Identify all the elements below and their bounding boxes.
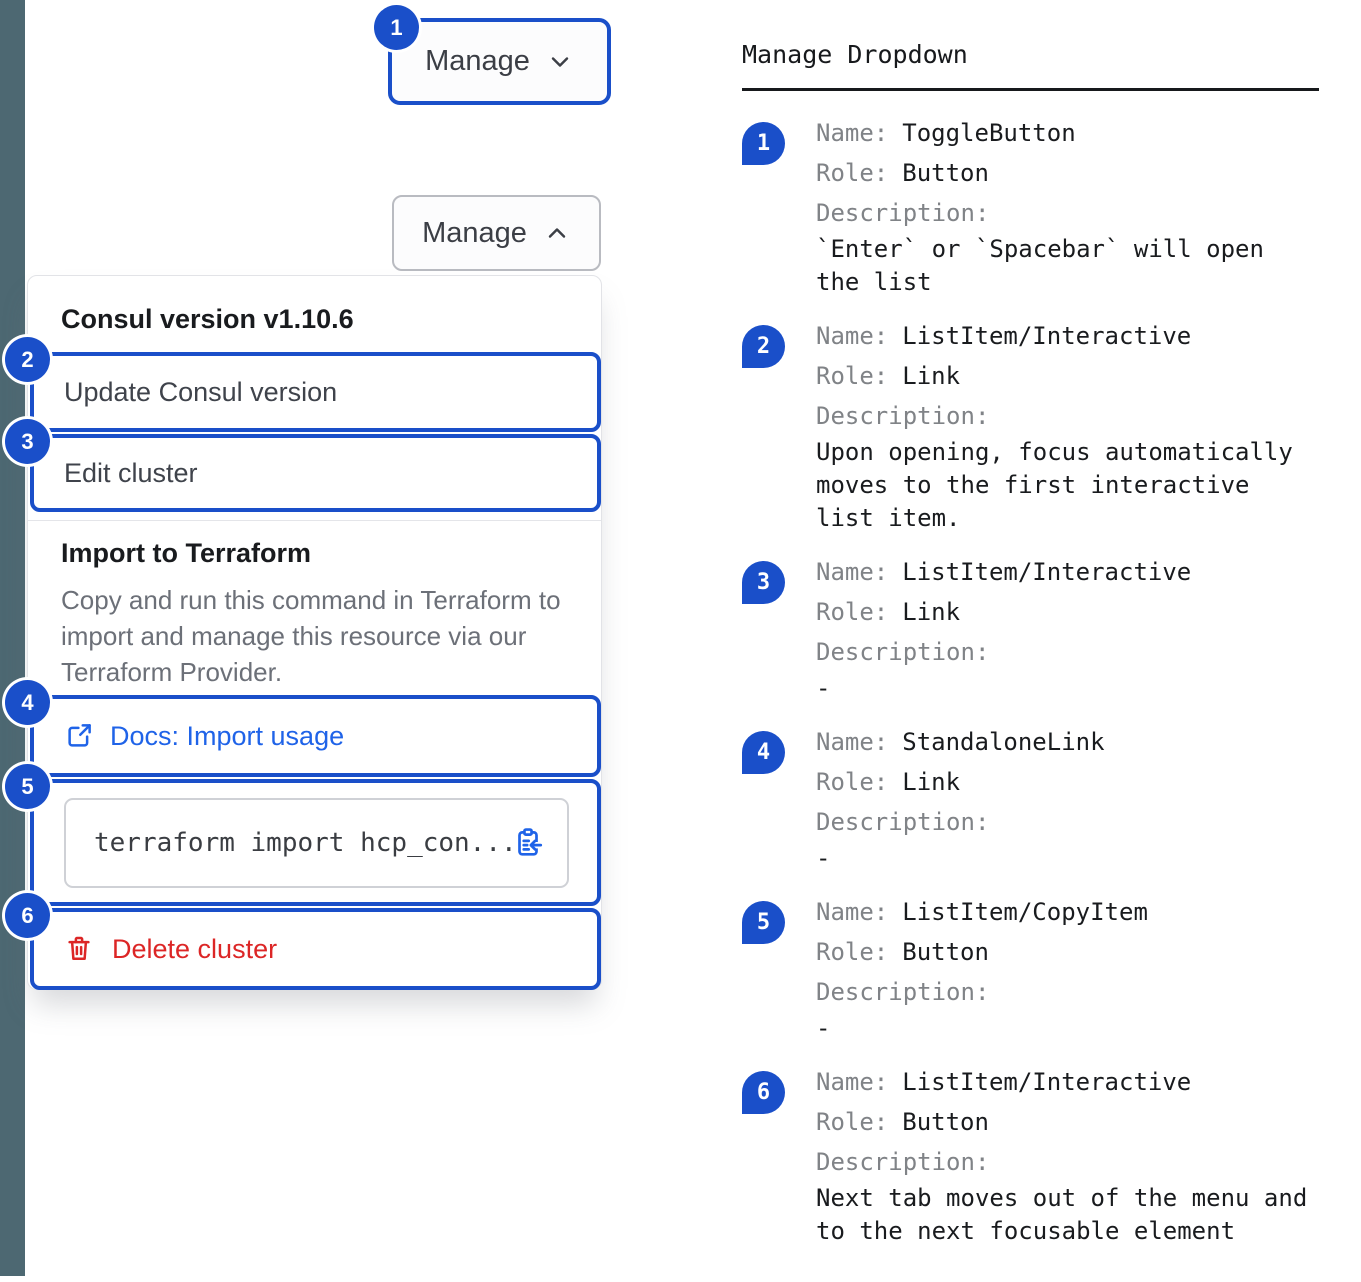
manage-toggle-button-expanded[interactable]: Manage — [392, 195, 601, 271]
annotation-item-4-badge: 4 — [742, 730, 785, 774]
role-label: Role: — [816, 937, 889, 966]
delete-cluster-action[interactable]: Delete cluster — [64, 934, 277, 965]
annotation-item-2: 2 Name: ListItem/Interactive Role: Link De… — [742, 316, 1332, 535]
menu-section-title-consul-version: Consul version v1.10.6 — [61, 304, 354, 334]
annotation-marker-4-number: 4 — [21, 689, 34, 715]
annotation-item-2-badge: 2 — [742, 324, 785, 368]
description-label: Description: — [816, 401, 990, 430]
annotation-item-4: 4 Name: StandaloneLink Role: Link Descript… — [742, 722, 1332, 875]
annotation-item-3-description: - — [816, 673, 831, 702]
edit-cluster-label: Edit cluster — [64, 457, 198, 488]
external-link-icon — [68, 724, 91, 747]
annotation-item-4-name: StandaloneLink — [902, 727, 1105, 756]
sidebar-accent-bar — [0, 0, 25, 1276]
description-label: Description: — [816, 1147, 990, 1176]
annotation-item-1-role: Button — [902, 158, 989, 187]
description-label: Description: — [816, 807, 990, 836]
annotation-item-2-name: ListItem/Interactive — [902, 321, 1192, 350]
menu-item-copy-command[interactable]: terraform import hcp_con... — [30, 779, 601, 906]
name-label: Name: — [816, 321, 889, 350]
role-label: Role: — [816, 597, 889, 626]
name-label: Name: — [816, 118, 889, 147]
import-terraform-description: Copy and run this command in Terraform t… — [61, 585, 561, 687]
annotation-marker-6-number: 6 — [21, 902, 34, 928]
annotation-item-6-description: Next tab moves out of the menu and to th… — [816, 1183, 1308, 1245]
annotation-item-3-badge: 3 — [742, 560, 785, 604]
name-label: Name: — [816, 897, 889, 926]
role-label: Role: — [816, 1107, 889, 1136]
annotation-item-6-role: Button — [902, 1107, 989, 1136]
name-label: Name: — [816, 1067, 889, 1096]
annotation-list: 1 Name: ToggleButton Role: Button Descript… — [742, 113, 1332, 1248]
annotation-marker-6: 6 — [5, 893, 50, 938]
annotation-item-6-name: ListItem/Interactive — [902, 1067, 1192, 1096]
annotation-item-1-badge: 1 — [742, 121, 785, 165]
annotation-item-1-description: `Enter` or `Spacebar` will open the list — [816, 234, 1264, 296]
annotation-marker-1: 1 — [374, 5, 419, 50]
menu-item-edit-cluster[interactable]: Edit cluster — [30, 434, 601, 512]
annotation-item-4-role: Link — [902, 767, 961, 796]
chevron-down-icon — [551, 56, 569, 67]
annotation-marker-4: 4 — [5, 680, 50, 725]
annotation-marker-1-number: 1 — [390, 14, 403, 40]
annotation-item-5-description: - — [816, 1013, 831, 1042]
menu-section-title-import-terraform: Import to Terraform — [61, 538, 312, 568]
annotation-item-5-name: ListItem/CopyItem — [902, 897, 1148, 926]
clipboard-copy-icon[interactable] — [511, 826, 545, 860]
annotation-item-3-name: ListItem/Interactive — [902, 557, 1192, 586]
annotation-item-3-role: Link — [902, 597, 961, 626]
manage-toggle-button[interactable]: Manage — [388, 18, 611, 105]
annotation-marker-3-number: 3 — [21, 428, 34, 454]
docs-import-usage-label: Docs: Import usage — [110, 720, 345, 751]
annotation-item-2-description: Upon opening, focus automatically moves … — [816, 437, 1293, 532]
annotation-item-6-badge: 6 — [742, 1070, 785, 1114]
role-label: Role: — [816, 158, 889, 187]
manage-toggle-expanded-label: Manage — [422, 216, 527, 249]
annotation-panel: Manage Dropdown 1 Name: ToggleButton Role… — [742, 40, 1332, 1265]
annotation-marker-5: 5 — [5, 764, 50, 809]
annotation-item-5: 5 Name: ListItem/CopyItem Role: Button Des… — [742, 892, 1332, 1045]
role-label: Role: — [816, 767, 889, 796]
menu-item-delete-cluster[interactable]: Delete cluster — [30, 908, 601, 990]
menu-divider — [28, 520, 601, 521]
annotation-item-5-badge: 5 — [742, 900, 785, 944]
terraform-import-command-text: terraform import hcp_con... — [94, 827, 517, 858]
docs-import-usage-link[interactable]: Docs: Import usage — [64, 721, 344, 752]
annotation-item-2-role: Link — [902, 361, 961, 390]
menu-item-update-consul-version[interactable]: Update Consul version — [30, 352, 601, 432]
description-label: Description: — [816, 198, 990, 227]
annotation-marker-2: 2 — [5, 337, 50, 382]
terraform-import-copy-field[interactable]: terraform import hcp_con... — [64, 797, 569, 888]
annotation-item-3: 3 Name: ListItem/Interactive Role: Link De… — [742, 552, 1332, 705]
update-consul-version-label: Update Consul version — [64, 376, 338, 407]
description-label: Description: — [816, 977, 990, 1006]
annotation-panel-title: Manage Dropdown — [742, 40, 968, 69]
annotation-marker-5-number: 5 — [21, 773, 34, 799]
role-label: Role: — [816, 361, 889, 390]
annotation-marker-2-number: 2 — [21, 346, 34, 372]
annotation-item-1-name: ToggleButton — [902, 118, 1076, 147]
manage-toggle-label: Manage — [425, 45, 530, 77]
chevron-up-icon — [548, 228, 566, 238]
description-label: Description: — [816, 637, 990, 666]
trash-icon — [68, 936, 90, 960]
menu-item-docs-import-usage[interactable]: Docs: Import usage — [30, 695, 601, 777]
annotation-item-1: 1 Name: ToggleButton Role: Button Descript… — [742, 113, 1332, 299]
annotation-item-6: 6 Name:ListItem/Interactive Role:Button … — [742, 1062, 1332, 1248]
annotation-item-4-description: - — [816, 843, 831, 872]
name-label: Name: — [816, 727, 889, 756]
annotation-item-5-role: Button — [902, 937, 989, 966]
annotation-marker-3: 3 — [5, 419, 50, 464]
delete-cluster-label: Delete cluster — [112, 933, 278, 964]
name-label: Name: — [816, 557, 889, 586]
annotation-title-rule — [742, 88, 1319, 91]
manage-dropdown-menu: Consul version v1.10.6 Update Consul ver… — [27, 275, 602, 990]
